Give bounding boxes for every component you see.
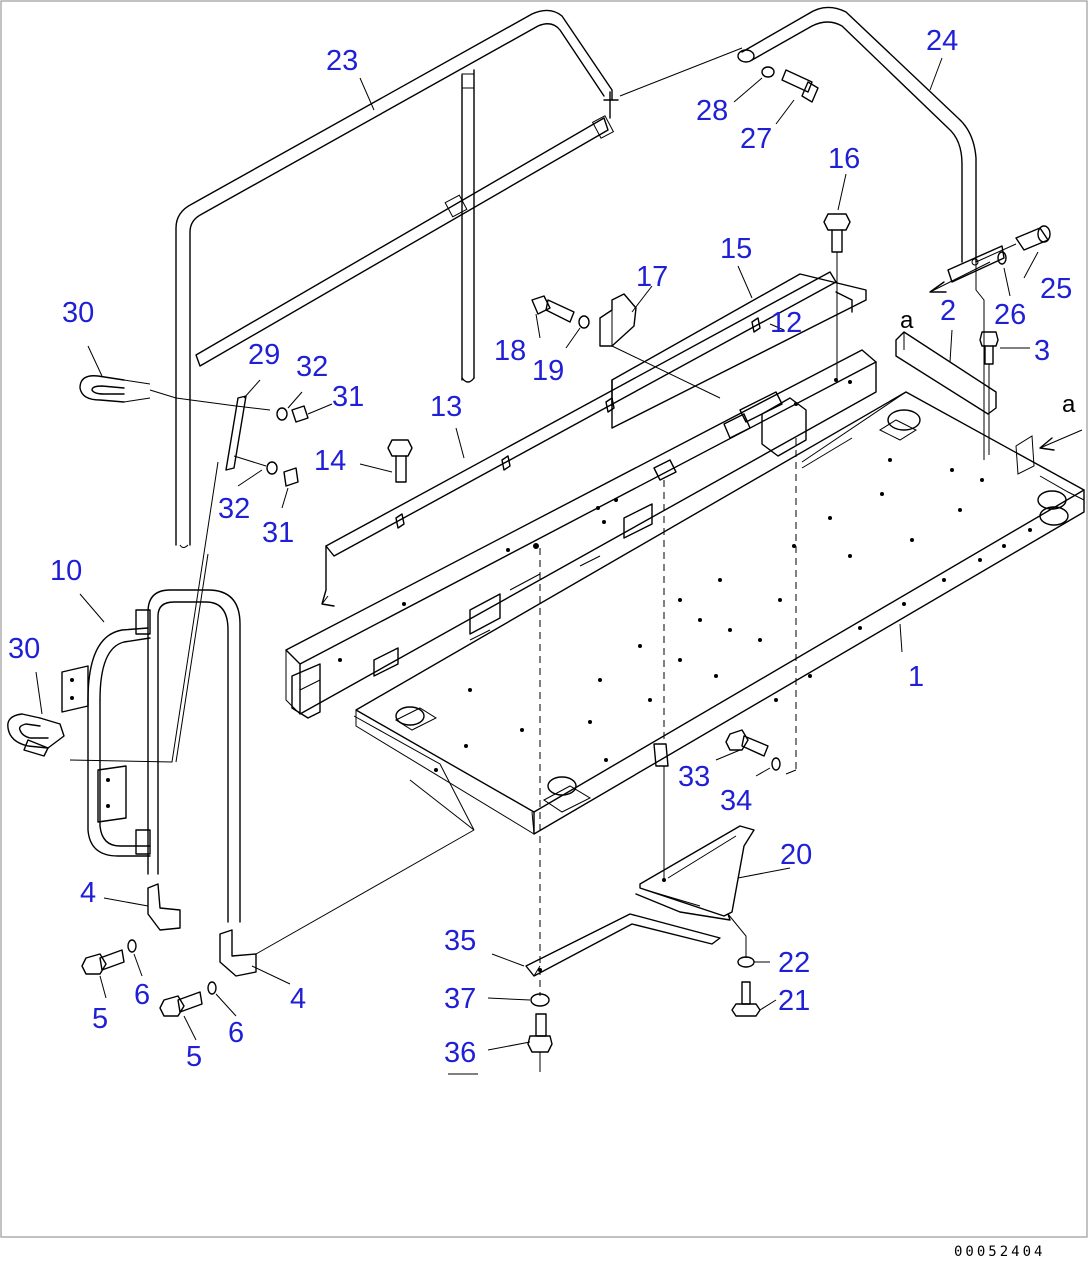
bolt-14	[387, 439, 413, 483]
diagram-frame	[0, 0, 1088, 1238]
callout-27: 27	[740, 123, 772, 155]
callout-23: 23	[326, 45, 358, 77]
bolt-27-washer-28	[761, 66, 819, 103]
drawing-code: 00052404	[954, 1244, 1045, 1260]
bracket-4-right	[219, 829, 475, 977]
callout-32-upper: 32	[296, 351, 328, 383]
callout-10: 10	[50, 555, 82, 587]
callout-16: 16	[828, 143, 860, 175]
callout-1: 1	[908, 661, 924, 693]
ref-letter-right: a	[1062, 391, 1076, 418]
callout-14: 14	[314, 445, 346, 477]
callout-35: 35	[444, 925, 476, 957]
callout-21: 21	[778, 985, 810, 1017]
ladder-10	[61, 461, 241, 923]
callout-19: 19	[532, 355, 564, 387]
ref-letter-upper: a	[900, 307, 914, 334]
bolt-33-washer-34	[725, 729, 781, 771]
callout-4-right: 4	[290, 983, 306, 1015]
callout-37: 37	[444, 983, 476, 1015]
callout-13: 13	[430, 391, 462, 423]
angle-15	[611, 273, 867, 429]
callout-5-left: 5	[92, 1003, 108, 1035]
callout-30-lower: 30	[8, 633, 40, 665]
base-frame-1	[353, 391, 1085, 835]
u-bolt-30-upper	[79, 375, 271, 411]
reference-arrows	[929, 261, 1083, 451]
callout-4-left: 4	[80, 877, 96, 909]
callout-2: 2	[940, 295, 956, 327]
support-35	[525, 878, 721, 977]
callout-18: 18	[494, 335, 526, 367]
callout-32-lower: 32	[218, 493, 250, 525]
callout-labels: 23 24 28 27 16 15 17 25 26 2 3 12 18 19 …	[8, 25, 1072, 1073]
bracket-17	[599, 293, 721, 399]
callout-leaders	[35, 57, 1039, 1051]
bolt-21-washer-22	[727, 913, 761, 1017]
channel-12	[285, 349, 877, 719]
callout-31-upper: 31	[332, 381, 364, 413]
u-bolt-30-lower	[7, 713, 65, 757]
bracket-4-left	[147, 883, 181, 931]
callout-15: 15	[720, 233, 752, 265]
bolt-5-washer-6-right	[159, 981, 217, 1017]
plate-29	[225, 395, 247, 471]
callout-3: 3	[1034, 335, 1050, 367]
base-frame-holes	[434, 458, 1032, 772]
angle-13	[321, 271, 837, 607]
callout-22: 22	[778, 947, 810, 979]
callout-34: 34	[720, 785, 752, 817]
handrail-24	[619, 6, 1005, 460]
assembly-lines	[539, 391, 907, 996]
callout-17: 17	[636, 261, 668, 293]
bolt-5-washer-6-left	[81, 939, 137, 975]
callout-12: 12	[770, 307, 802, 339]
bracket-2	[895, 331, 999, 455]
callout-6-right: 6	[228, 1017, 244, 1049]
nut-31-washer-32	[233, 405, 309, 487]
callout-20: 20	[780, 839, 812, 871]
callout-29: 29	[248, 339, 280, 371]
callout-30-upper: 30	[62, 297, 94, 329]
callout-26: 26	[994, 299, 1026, 331]
callout-31-lower: 31	[262, 517, 294, 549]
bolt-18-washer-19	[531, 295, 590, 329]
callout-36: 36	[444, 1037, 476, 1069]
callout-5-right: 5	[186, 1041, 202, 1073]
callout-6-left: 6	[134, 979, 150, 1011]
callout-28: 28	[696, 95, 728, 127]
bolt-16	[823, 213, 851, 380]
callout-33: 33	[678, 761, 710, 793]
support-20	[635, 825, 755, 921]
callout-25: 25	[1040, 273, 1072, 305]
bolt-25-washer-26	[975, 225, 1051, 265]
handrail-23	[175, 9, 619, 548]
callout-24: 24	[926, 25, 958, 57]
